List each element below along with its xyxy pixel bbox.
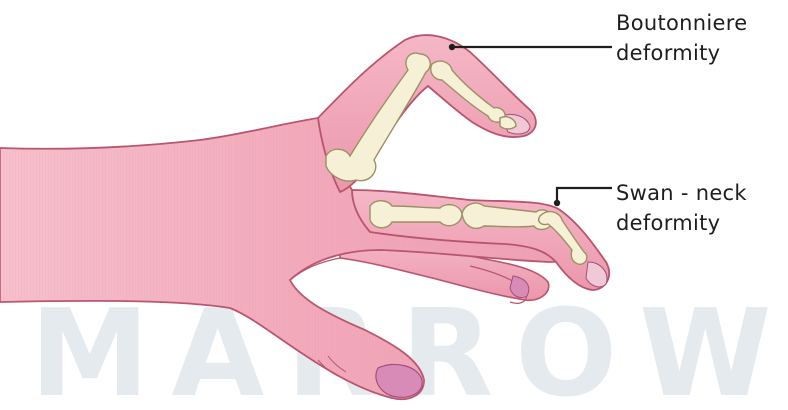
boutonniere-callout-dot <box>449 44 455 50</box>
boutonniere-finger <box>318 35 536 192</box>
swan-neck-label: Swan - neck deformity <box>616 178 747 238</box>
swan-neck-callout-line <box>557 188 612 203</box>
boutonniere-label: Boutonniere deformity <box>616 8 747 68</box>
swan-neck-label-line1: Swan - neck <box>616 178 747 208</box>
swan-neck-callout-dot <box>554 200 560 206</box>
boutonniere-label-line2: deformity <box>616 38 747 68</box>
swan-neck-label-line2: deformity <box>616 208 747 238</box>
boutonniere-label-line1: Boutonniere <box>616 8 747 38</box>
